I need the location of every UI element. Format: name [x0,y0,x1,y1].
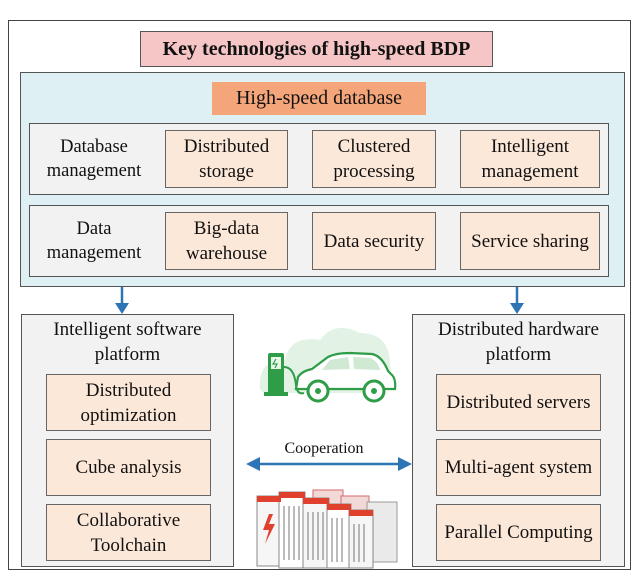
hardware-platform-title: Distributed hardware platform [438,319,599,365]
item-service-sharing: Service sharing [460,212,600,270]
arrow-down-left [115,287,129,314]
ev-charging-icon [259,327,397,403]
item-data-security: Data security [312,212,436,270]
item-parallel-computing: Parallel Computing [436,504,601,561]
item-clustered-processing: Clustered processing [312,130,436,188]
item-distributed-optimization: Distributed optimization [46,374,211,431]
item-multi-agent-system: Multi-agent system [436,439,601,496]
diagram-title: Key technologies of high-speed BDP [140,31,493,67]
cooperation-double-arrow [246,457,412,471]
server-rack-icon [256,489,398,569]
item-intelligent-management: Intelligent management [460,130,600,188]
database-title: High-speed database [212,82,426,115]
row-label-data-management: Data management [46,219,142,263]
software-platform-title: Intelligent software platform [53,319,202,365]
item-distributed-servers: Distributed servers [436,374,601,431]
item-collaborative-toolchain: Collaborative Toolchain [46,504,211,561]
item-big-data-warehouse: Big-data warehouse [165,212,288,270]
item-distributed-storage: Distributed storage [165,130,288,188]
row-label-database-management: Database management [46,137,142,181]
arrow-down-right [510,287,524,314]
cooperation-label: Cooperation [284,440,364,457]
item-cube-analysis: Cube analysis [46,439,211,496]
